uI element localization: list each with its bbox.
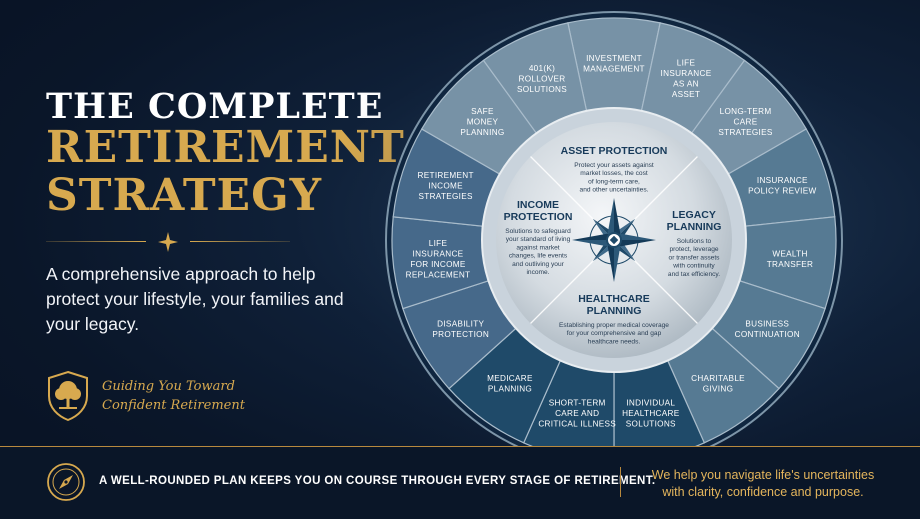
gold-divider (46, 232, 290, 252)
headline-line-3: STRATEGY (46, 170, 323, 221)
divider-line-right (190, 241, 290, 242)
footer-separator (620, 467, 621, 497)
compass-star-icon (158, 232, 178, 252)
pillar-title: ASSET PROTECTION (561, 145, 668, 157)
tagline-line-1: Guiding You Toward (102, 379, 235, 394)
tree-shield-icon (48, 370, 88, 422)
footer-right-line-1: We help you navigate life's uncertaintie… (651, 468, 875, 482)
divider-line-left (46, 241, 146, 242)
headline-line-1: THE COMPLETE (46, 86, 384, 127)
tagline: Guiding You Toward Confident Retirement (102, 377, 245, 415)
footer-message: A WELL-ROUNDED PLAN KEEPS YOU ON COURSE … (99, 475, 656, 487)
description: A comprehensive approach to help protect… (46, 264, 344, 334)
compass-rose-icon (572, 198, 656, 282)
footer-right-line-2: with clarity, confidence and purpose. (662, 485, 864, 499)
compass-icon (47, 463, 85, 501)
footer-right-text: We help you navigate life's uncertaintie… (638, 467, 888, 501)
footer-bar: A WELL-ROUNDED PLAN KEEPS YOU ON COURSE … (0, 446, 920, 519)
tagline-line-2: Confident Retirement (102, 398, 245, 413)
